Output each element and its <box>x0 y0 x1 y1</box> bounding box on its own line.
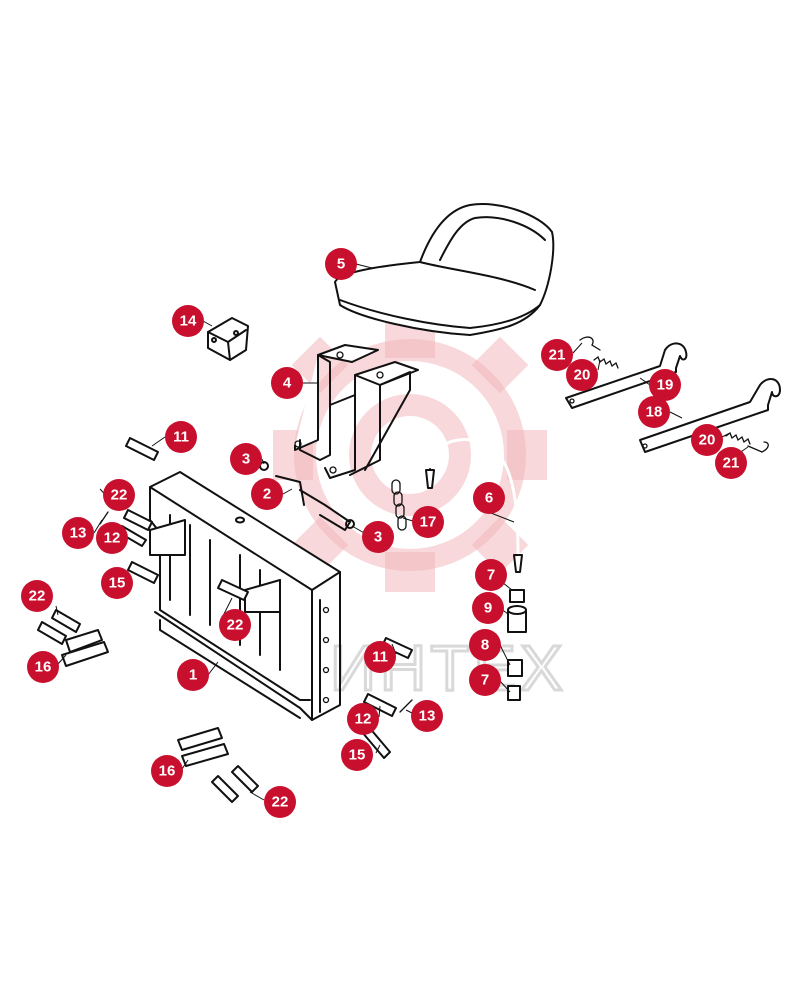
main-frame <box>149 471 341 721</box>
svg-text:19: 19 <box>657 377 674 394</box>
callout-7-upper: 7 <box>475 559 507 591</box>
svg-text:9: 9 <box>484 600 492 617</box>
callout-2: 2 <box>251 478 283 510</box>
pin-left-mid <box>127 561 159 584</box>
callout-19: 19 <box>649 369 681 401</box>
pins-lower-left-22 <box>37 609 81 645</box>
svg-text:13: 13 <box>70 525 87 542</box>
callout-15-lower: 15 <box>341 739 373 771</box>
svg-text:15: 15 <box>109 575 126 592</box>
seat-support-bracket <box>294 344 419 479</box>
callout-22-lower-left: 22 <box>21 580 53 612</box>
svg-text:11: 11 <box>173 429 189 446</box>
callout-3-upper: 3 <box>230 443 262 475</box>
svg-text:7: 7 <box>481 672 489 689</box>
spring-upper <box>593 355 619 369</box>
link-plates-bottom <box>177 727 229 767</box>
lever-upper <box>565 342 688 409</box>
pin-center-22 <box>217 579 249 601</box>
callout-7-lower: 7 <box>469 664 501 696</box>
callout-18: 18 <box>638 396 670 428</box>
link-plates-left <box>61 629 109 667</box>
svg-text:22: 22 <box>227 617 244 634</box>
callout-20-upper: 20 <box>566 359 598 391</box>
callout-22-center: 22 <box>219 609 251 641</box>
nipple <box>507 659 523 677</box>
callout-13-left: 13 <box>62 517 94 549</box>
svg-text:22: 22 <box>272 794 289 811</box>
latch <box>275 475 351 531</box>
svg-text:22: 22 <box>111 487 128 504</box>
svg-text:3: 3 <box>242 451 250 468</box>
callout-8: 8 <box>469 629 501 661</box>
callout-15-left: 15 <box>101 567 133 599</box>
callout-16-left: 16 <box>27 651 59 683</box>
svg-text:12: 12 <box>104 530 121 547</box>
svg-text:14: 14 <box>180 313 197 330</box>
lever-lower <box>639 378 781 453</box>
svg-text:7: 7 <box>487 567 495 584</box>
bushing-lower <box>345 519 355 529</box>
callout-22-upper-left: 22 <box>103 479 135 511</box>
callout-17: 17 <box>412 506 444 538</box>
callout-1: 1 <box>177 659 209 691</box>
callout-13-right: 13 <box>411 700 443 732</box>
chain <box>391 479 407 531</box>
callout-11-upper: 11 <box>165 421 197 453</box>
svg-text:12: 12 <box>355 711 372 728</box>
svg-text:17: 17 <box>420 514 437 531</box>
callout-5: 5 <box>325 248 357 280</box>
callout-21-upper: 21 <box>541 339 573 371</box>
pin-upper-left <box>125 437 159 461</box>
cotter-right <box>399 699 413 713</box>
svg-text:16: 16 <box>35 659 52 676</box>
svg-text:6: 6 <box>485 490 493 507</box>
svg-text:4: 4 <box>283 375 292 392</box>
callout-4: 4 <box>271 367 303 399</box>
svg-text:21: 21 <box>723 455 740 472</box>
small-bracket <box>207 317 249 361</box>
callout-12-right: 12 <box>347 703 379 735</box>
spring-lower <box>725 431 751 445</box>
svg-text:2: 2 <box>263 486 271 503</box>
hook-lower <box>747 441 769 453</box>
svg-text:21: 21 <box>549 347 566 364</box>
svg-text:16: 16 <box>159 763 176 780</box>
fitting-upper <box>509 589 525 603</box>
svg-text:15: 15 <box>349 747 366 764</box>
callout-6: 6 <box>473 482 505 514</box>
callout-12-left: 12 <box>96 522 128 554</box>
callout-22-bottom: 22 <box>264 786 296 818</box>
leader-lines <box>55 263 749 801</box>
svg-text:1: 1 <box>189 667 197 684</box>
callout-21-lower: 21 <box>715 447 747 479</box>
callout-3-lower: 3 <box>362 521 394 553</box>
pin-upper-left-22 <box>123 509 153 531</box>
adapter <box>507 605 527 633</box>
hook-upper <box>579 336 601 351</box>
watermark-brand-text: ИНТЕХ <box>330 632 567 704</box>
callout-14: 14 <box>172 305 204 337</box>
bolt-right <box>363 693 397 717</box>
svg-text:5: 5 <box>337 256 345 273</box>
pins-bottom-22 <box>211 765 259 803</box>
svg-text:18: 18 <box>646 404 663 421</box>
svg-text:20: 20 <box>699 432 716 449</box>
svg-text:8: 8 <box>481 637 489 654</box>
callout-20-lower: 20 <box>691 424 723 456</box>
callout-9: 9 <box>472 592 504 624</box>
watermark-gear-logo <box>273 318 547 592</box>
svg-text:13: 13 <box>419 708 436 725</box>
svg-text:20: 20 <box>574 367 591 384</box>
seat <box>334 203 555 336</box>
fitting-lower <box>507 685 521 701</box>
svg-text:11: 11 <box>372 649 388 666</box>
callout-11-lower: 11 <box>364 641 396 673</box>
svg-text:3: 3 <box>374 529 382 546</box>
hose <box>425 438 523 573</box>
svg-text:22: 22 <box>29 588 46 605</box>
callout-16-bottom: 16 <box>151 755 183 787</box>
